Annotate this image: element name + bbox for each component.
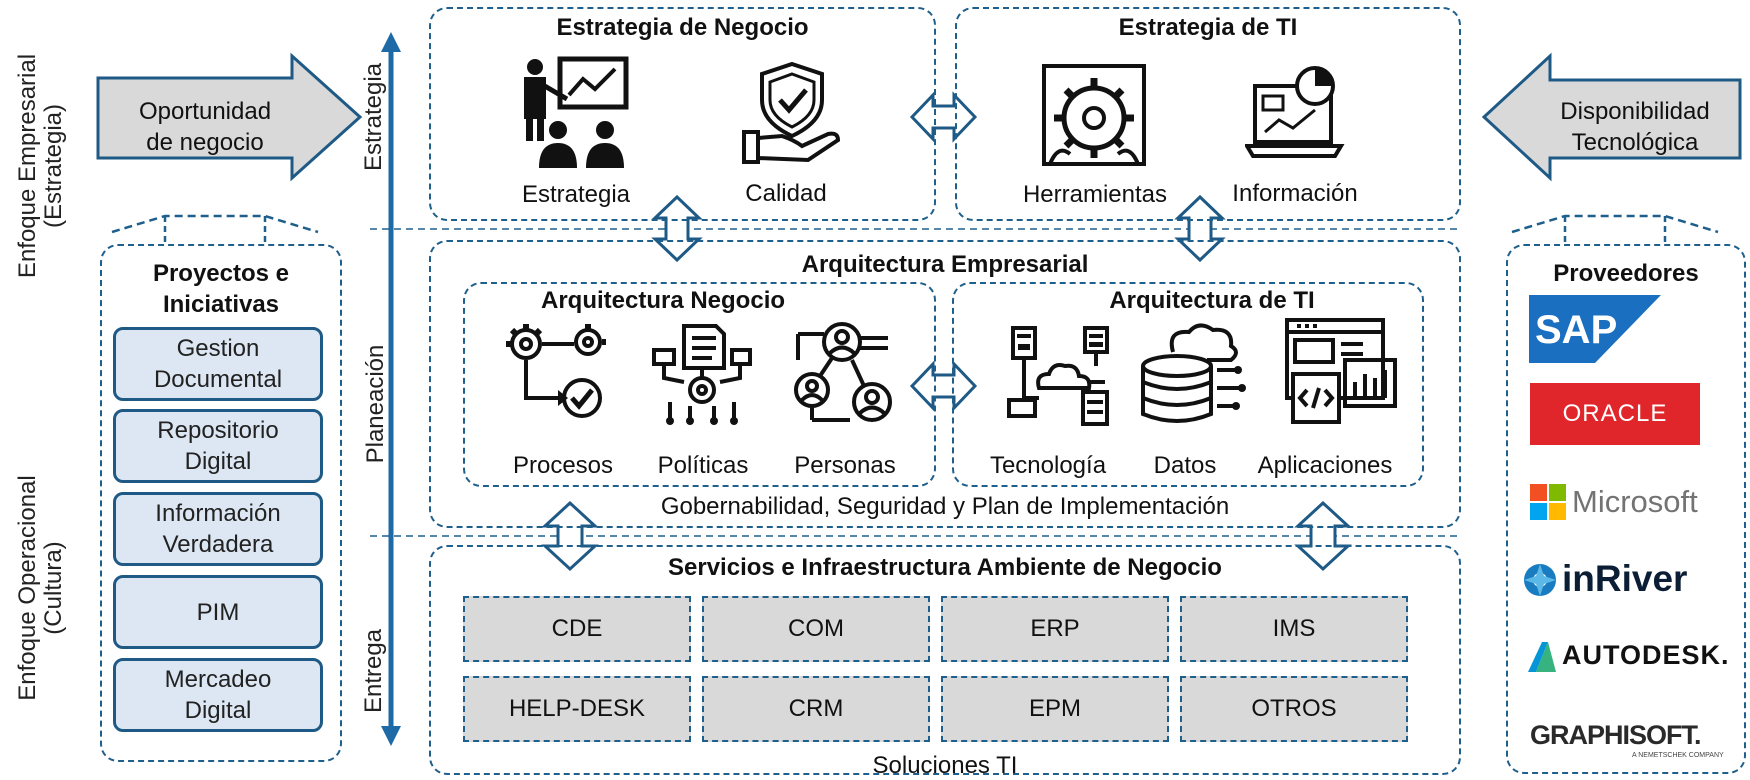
- project-item-line2: Documental: [153, 366, 283, 393]
- projects-panel: [100, 244, 342, 762]
- projects-title: Proyectos e Iniciativas: [100, 258, 342, 320]
- item-politicas: Políticas: [657, 452, 749, 479]
- laptop-analytics-icon: [1245, 66, 1345, 158]
- governance-label: Gobernabilidad, Seguridad y Plan de Impl…: [660, 493, 1230, 520]
- service-help-desk[interactable]: HELP-DESK: [463, 676, 691, 742]
- business-architecture-title: Arquitectura Negocio: [540, 287, 786, 314]
- providers-title: Proveedores: [1553, 260, 1699, 287]
- business-strategy-title: Estrategia de Negocio: [556, 14, 809, 41]
- microsoft-squares-icon: [1530, 484, 1566, 520]
- item-informacion: Información: [1232, 180, 1358, 207]
- project-item-line1: Gestion: [176, 335, 260, 362]
- policy-document-icon: [652, 324, 752, 425]
- item-herramientas: Herramientas: [1022, 181, 1168, 208]
- business-architecture-panel: [463, 282, 936, 487]
- availability-line1: Disponibilidad: [1560, 98, 1710, 125]
- microsoft-logo-text: Microsoft: [1572, 484, 1698, 519]
- service-otros[interactable]: OTROS: [1180, 676, 1408, 742]
- double-arrow-strategy: [909, 91, 978, 143]
- presentation-icon: [524, 56, 629, 168]
- axis-label-planeacion: Planeación: [362, 344, 389, 464]
- opportunity-line1: Oportunidad: [138, 98, 272, 125]
- item-calidad: Calidad: [745, 180, 827, 207]
- enterprise-architecture-title: Arquitectura Empresarial: [801, 251, 1089, 278]
- services-title: Servicios e Infraestructura Ambiente de …: [668, 554, 1222, 581]
- it-architecture-panel: [952, 282, 1424, 487]
- availability-line2: Tecnológica: [1571, 129, 1699, 156]
- it-strategy-title: Estrategia de TI: [1118, 14, 1298, 41]
- oracle-logo-text: ORACLE: [1562, 400, 1668, 427]
- projects-title-line2: Iniciativas: [162, 291, 280, 318]
- cloud-network-icon: [1007, 326, 1109, 426]
- inriver-logo-text: inRiver: [1562, 558, 1688, 599]
- it-strategy-panel: [955, 7, 1461, 221]
- business-strategy-panel: [429, 7, 936, 221]
- axis-label-estrategia: Estrategia: [360, 62, 387, 172]
- double-arrow-architecture: [909, 360, 978, 412]
- item-procesos: Procesos: [512, 452, 614, 479]
- axis-arrow-top: [381, 32, 401, 52]
- item-datos: Datos: [1153, 452, 1217, 479]
- graphisoft-logo[interactable]: GRAPHISOFT. A NEMETSCHEK COMPANY: [1530, 720, 1730, 764]
- graphisoft-subtitle: A NEMETSCHEK COMPANY: [1632, 752, 1724, 759]
- item-estrategia: Estrategia: [521, 181, 631, 208]
- service-erp[interactable]: ERP: [941, 596, 1169, 662]
- project-item-line2: Digital: [184, 697, 252, 724]
- project-item-line1: Mercadeo: [164, 666, 272, 693]
- item-tecnologia: Tecnología: [989, 452, 1107, 479]
- oracle-logo[interactable]: ORACLE: [1530, 383, 1700, 445]
- project-item-line1: PIM: [196, 598, 240, 626]
- project-item-line1: Información: [155, 500, 281, 527]
- autodesk-a-icon: [1528, 642, 1556, 672]
- opportunity-arrow-shape: [96, 52, 363, 182]
- graphisoft-logo-text: GRAPHISOFT.: [1530, 720, 1702, 750]
- autodesk-logo[interactable]: AUTODESK.: [1526, 638, 1746, 678]
- process-gears-icon: [506, 324, 606, 418]
- inriver-swirl-icon: [1524, 564, 1556, 596]
- people-network-icon: [794, 322, 892, 422]
- solutions-label: Soluciones TI: [872, 752, 1018, 779]
- autodesk-logo-text: AUTODESK.: [1562, 640, 1730, 670]
- sap-logo[interactable]: SAP: [1529, 295, 1661, 363]
- projects-title-line1: Proyectos e: [152, 260, 290, 287]
- service-com[interactable]: COM: [702, 596, 930, 662]
- opportunity-line2: de negocio: [146, 129, 264, 156]
- application-code-icon: [1285, 318, 1397, 424]
- inriver-logo[interactable]: inRiver: [1522, 558, 1722, 604]
- providers-roof: [1511, 214, 1719, 234]
- services-panel: [429, 545, 1461, 775]
- sap-logo-text: SAP: [1535, 308, 1617, 352]
- gears-tools-icon: [1042, 64, 1146, 166]
- project-item-line2: Verdadera: [162, 531, 274, 558]
- axis-label-entrega: Entrega: [360, 628, 387, 714]
- service-crm[interactable]: CRM: [702, 676, 930, 742]
- it-architecture-title: Arquitectura de TI: [1109, 287, 1315, 314]
- projects-roof: [111, 214, 319, 234]
- quality-shield-hand-icon: [742, 61, 841, 164]
- axis-arrow-bottom: [381, 726, 401, 746]
- availability-label: Disponibilidad Tecnológica: [1535, 96, 1735, 158]
- microsoft-logo[interactable]: Microsoft: [1530, 484, 1730, 524]
- double-arrow-v2: [1174, 194, 1226, 263]
- service-cde[interactable]: CDE: [463, 596, 691, 662]
- database-icon: [1141, 323, 1246, 423]
- service-ims[interactable]: IMS: [1180, 596, 1408, 662]
- providers-panel: [1506, 244, 1746, 774]
- item-personas: Personas: [794, 452, 896, 479]
- availability-arrow-shape: [1481, 52, 1742, 182]
- item-aplicaciones: Aplicaciones: [1257, 452, 1393, 479]
- project-item-line1: Repositorio: [157, 417, 279, 444]
- service-epm[interactable]: EPM: [941, 676, 1169, 742]
- double-arrow-v1: [651, 194, 703, 263]
- project-item-pim[interactable]: PIM: [113, 575, 323, 649]
- opportunity-label: Oportunidad de negocio: [110, 96, 300, 158]
- enterprise-architecture-panel: [429, 240, 1461, 528]
- project-item-line2: Digital: [184, 448, 252, 475]
